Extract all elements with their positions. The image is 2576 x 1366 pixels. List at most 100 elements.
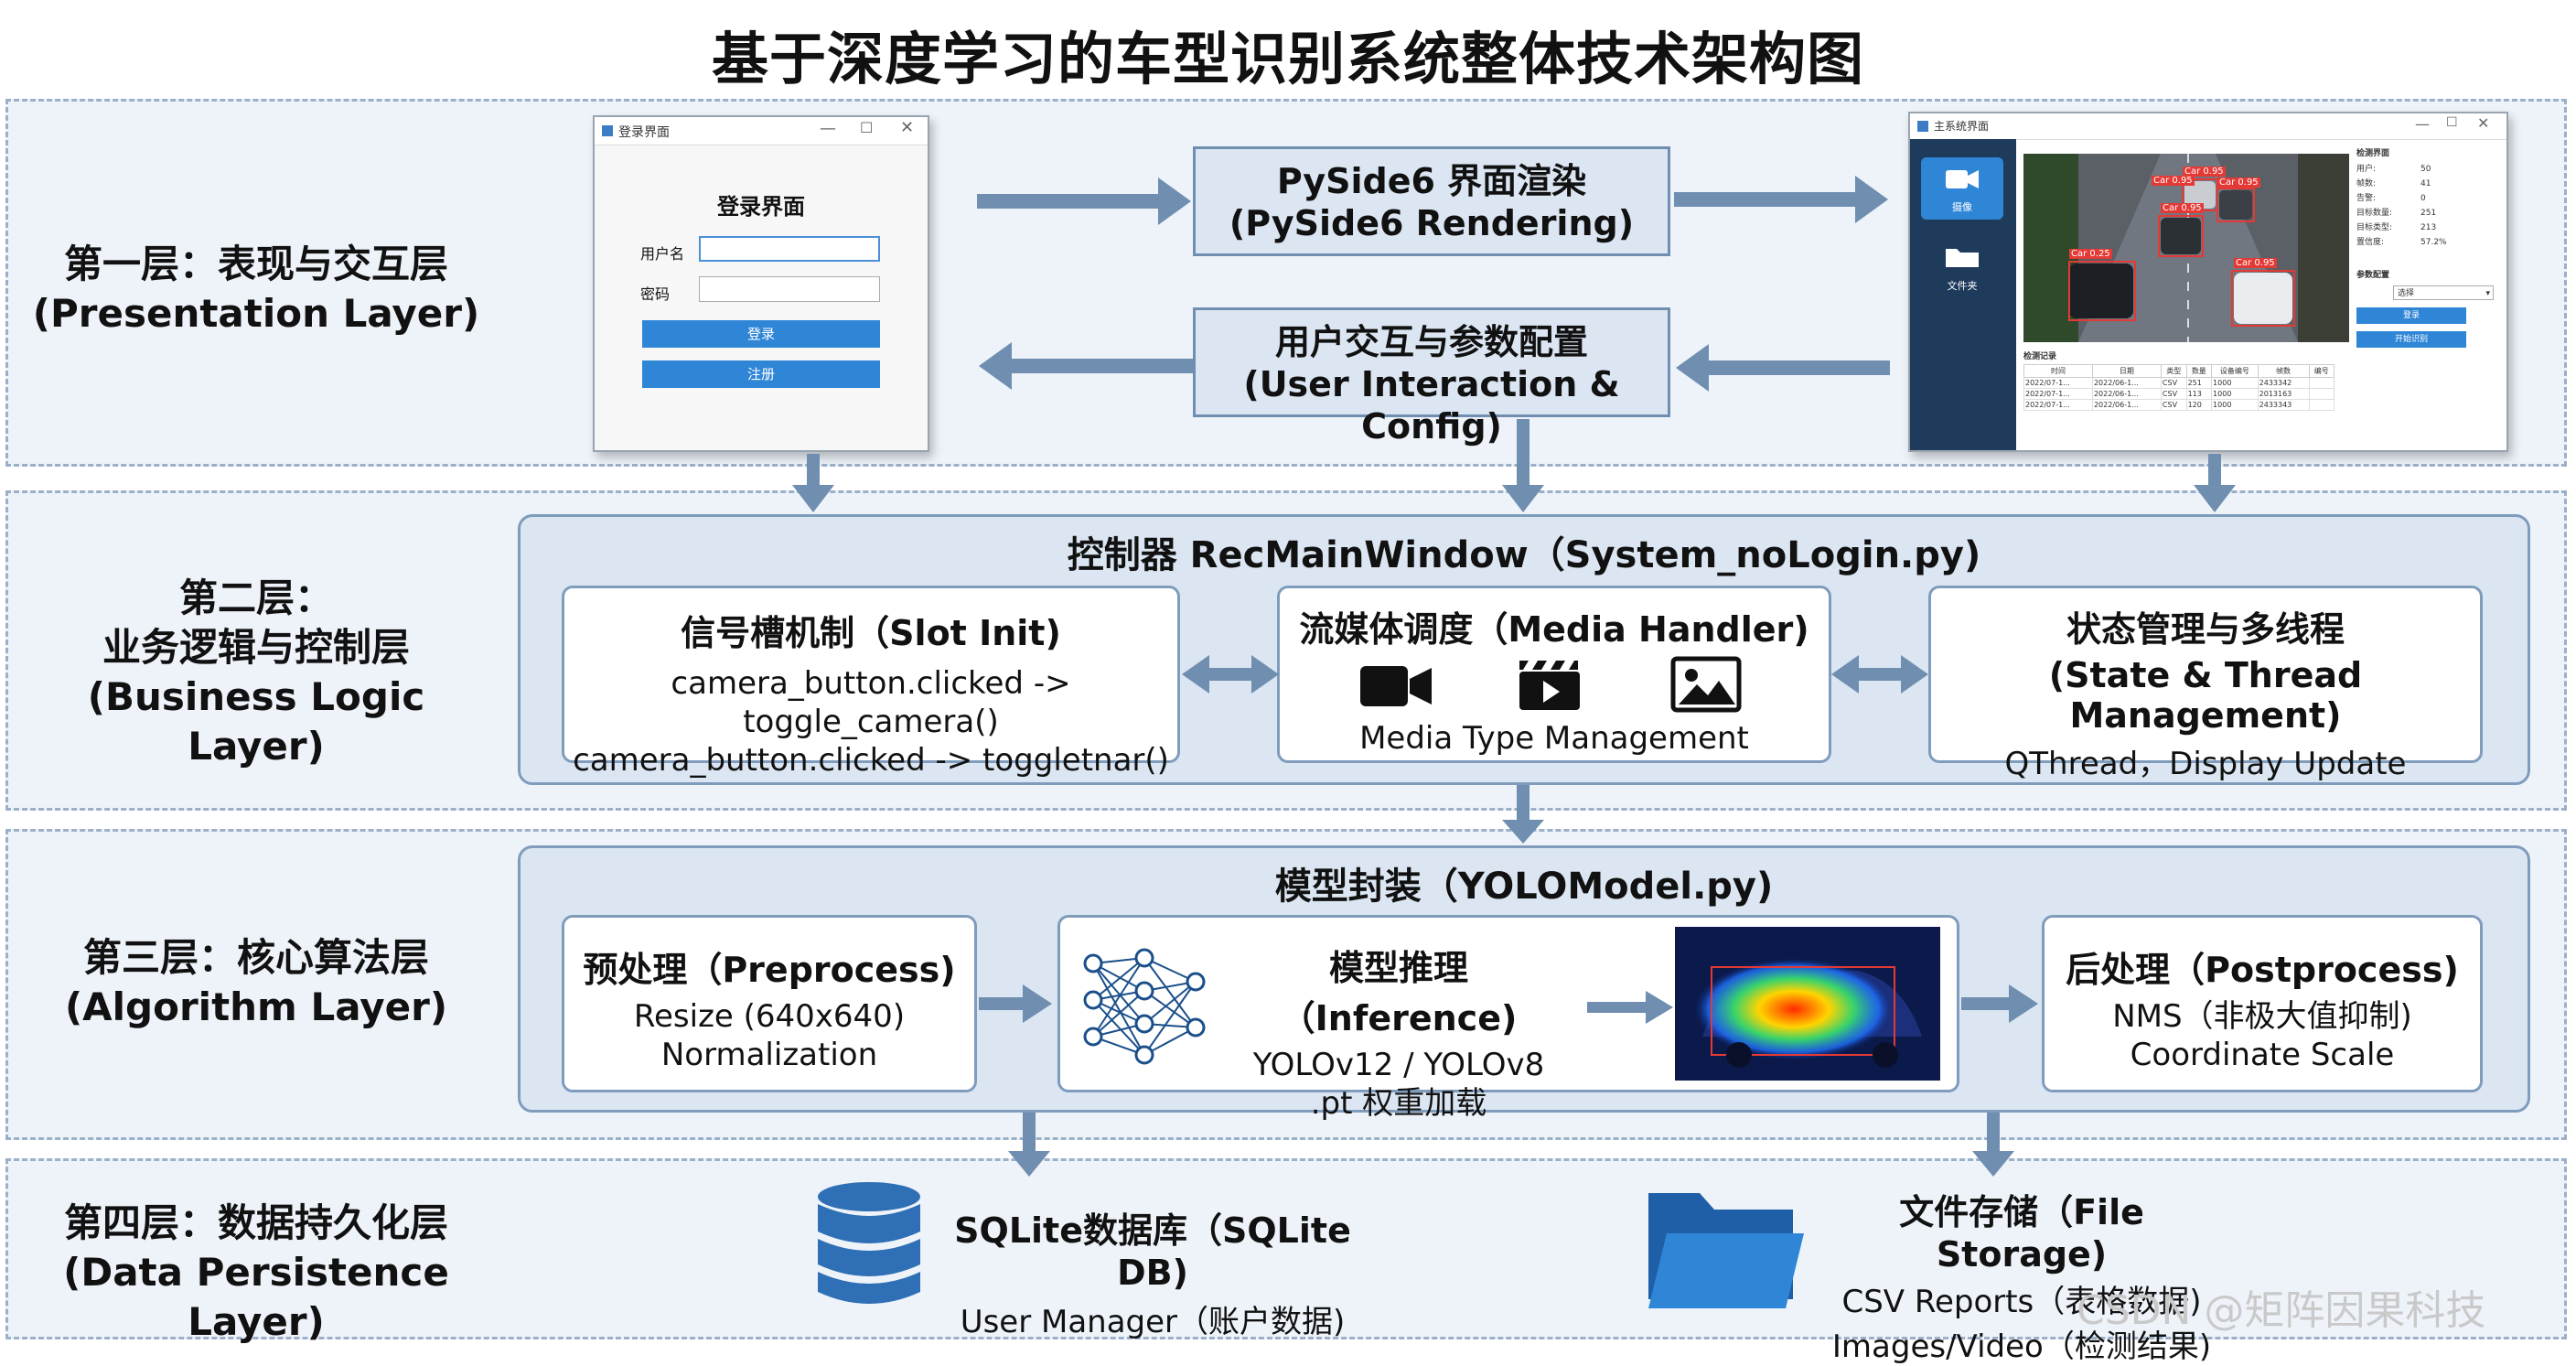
info-value: 41 bbox=[2420, 179, 2431, 188]
login-window-title: 登录界面 bbox=[618, 125, 670, 140]
db-text: SQLite数据库（SQLite DB) User Manager（账户数据) bbox=[933, 1202, 1372, 1341]
table-header: 数量 bbox=[2185, 364, 2213, 378]
controller-panel-title: 控制器 RecMainWindow（System_noLogin.py) bbox=[1067, 534, 1981, 576]
state-sub: QThread，Display Update bbox=[2004, 746, 2407, 782]
main-close-icon[interactable]: ✕ bbox=[2477, 114, 2490, 132]
app-icon bbox=[602, 125, 613, 136]
layer3-label: 第三层：核心算法层 (Algorithm Layer) bbox=[18, 933, 494, 1032]
main-sidebar: 摄像 文件夹 bbox=[1910, 139, 2016, 450]
preprocess-line2: Normalization bbox=[660, 1037, 878, 1073]
records-panel: 检测记录 时间 日期 类型 数量 设备编号 帧数 编号 2022/07-1...… bbox=[2023, 350, 2349, 446]
files-line1: CSV Reports（表格数据) bbox=[1841, 1284, 2202, 1320]
info-value: 50 bbox=[2420, 165, 2431, 174]
login-titlebar: 登录界面 — ☐ ✕ bbox=[595, 117, 928, 145]
detection-label: Car 0.95 bbox=[2234, 258, 2277, 268]
layer2-label-en: (Business Logic Layer) bbox=[87, 674, 425, 769]
main-titlebar: 主系统界面 — ☐ ✕ bbox=[1910, 113, 2506, 140]
slot-line2: camera_button.clicked -> toggletnar() bbox=[573, 742, 1169, 779]
inference-line1: YOLOv12 / YOLOv8 bbox=[1252, 1047, 1545, 1083]
info-value: 213 bbox=[2420, 223, 2437, 232]
render-box-en: (PySide6 Rendering) bbox=[1229, 203, 1635, 243]
register-button[interactable]: 注册 bbox=[642, 360, 880, 388]
inference-title: 模型推理（Inference) bbox=[1280, 948, 1518, 1038]
layer2-label-cn1: 第二层： bbox=[178, 575, 333, 620]
postprocess-line2: Coordinate Scale bbox=[2130, 1037, 2395, 1073]
username-label: 用户名 bbox=[640, 245, 685, 263]
chevron-down-icon: ▾ bbox=[2485, 289, 2490, 298]
layer1-label: 第一层：表现与交互层 (Presentation Layer) bbox=[18, 240, 494, 339]
inference-card: 模型推理（Inference) YOLOv12 / YOLOv8 .pt 权重加… bbox=[1057, 915, 1959, 1122]
folder-nav-button[interactable]: 文件夹 bbox=[1921, 238, 2003, 300]
media-sub: Media Type Management bbox=[1359, 720, 1749, 757]
detection-label: Car 0.95 bbox=[2217, 177, 2260, 188]
records-table: 时间 日期 类型 数量 设备编号 帧数 编号 2022/07-1... 2022… bbox=[2023, 364, 2334, 411]
table-header: 编号 bbox=[2308, 364, 2334, 378]
media-icons bbox=[1280, 651, 1829, 719]
username-input[interactable] bbox=[699, 236, 880, 262]
password-input[interactable] bbox=[699, 276, 880, 302]
info-rows: 用户:50 帧数:41 告警:0 目标数量:251 目标类型:213 置信度:5… bbox=[2356, 162, 2503, 250]
table-header: 日期 bbox=[2091, 364, 2162, 378]
pyside-render-box: PySide6 界面渲染 (PySide6 Rendering) bbox=[1193, 146, 1670, 256]
detection-label: Car 0.95 bbox=[2161, 203, 2204, 213]
login-window: 登录界面 — ☐ ✕ 登录界面 用户名 密码 登录 注册 bbox=[593, 115, 929, 452]
table-row[interactable]: 2022/07-1... 2022/06-1... CSV 251 1000 2… bbox=[2023, 377, 2334, 389]
table-cell: 1000 bbox=[2211, 377, 2259, 389]
heatmap-image bbox=[1675, 927, 1940, 1081]
database-icon bbox=[818, 1182, 920, 1304]
table-cell bbox=[2308, 388, 2334, 400]
interact-box-cn: 用户交互与参数配置 bbox=[1274, 322, 1588, 362]
table-cell: 2022/06-1... bbox=[2091, 399, 2162, 411]
table-cell: 1000 bbox=[2211, 388, 2259, 400]
diagram-title: 基于深度学习的车型识别系统整体技术架构图 bbox=[711, 26, 1864, 92]
db-sub: User Manager（账户数据) bbox=[960, 1304, 1346, 1340]
table-cell bbox=[2308, 377, 2334, 389]
postprocess-line1: NMS（非极大值抑制) bbox=[2112, 998, 2412, 1035]
main-maximize-icon[interactable]: ☐ bbox=[2446, 115, 2458, 130]
close-icon[interactable]: ✕ bbox=[900, 118, 915, 137]
records-title: 检测记录 bbox=[2023, 352, 2057, 361]
table-header: 类型 bbox=[2160, 364, 2187, 378]
table-row[interactable]: 2022/07-1... 2022/06-1... CSV 120 1000 2… bbox=[2023, 399, 2334, 411]
camera-icon bbox=[1946, 170, 1979, 188]
start-detect-button[interactable]: 开始识别 bbox=[2356, 331, 2466, 348]
preprocess-line1: Resize (640x640) bbox=[633, 998, 906, 1035]
main-window: 主系统界面 — ☐ ✕ 摄像 文件夹 bbox=[1908, 112, 2508, 452]
info-row: 告警:0 bbox=[2356, 191, 2503, 206]
table-header: 帧数 bbox=[2257, 364, 2310, 378]
postprocess-title: 后处理（Postprocess) bbox=[2066, 950, 2459, 990]
table-header: 设备编号 bbox=[2211, 364, 2259, 378]
postprocess-card: 后处理（Postprocess) NMS（非极大值抑制) Coordinate … bbox=[2042, 915, 2483, 1092]
table-row[interactable]: 2022/07-1... 2022/06-1... CSV 113 1000 2… bbox=[2023, 388, 2334, 400]
table-cell: 1000 bbox=[2211, 399, 2259, 411]
info-key: 置信度: bbox=[2356, 238, 2385, 247]
layer2-label-cn2: 业务逻辑与控制层 bbox=[102, 625, 410, 670]
info-row: 目标类型: 213 bbox=[2356, 220, 2503, 235]
folder-icon bbox=[1946, 249, 1979, 267]
maximize-icon[interactable]: ☐ bbox=[860, 119, 874, 136]
layer2-label: 第二层： 业务逻辑与控制层 (Business Logic Layer) bbox=[18, 574, 494, 771]
minimize-icon[interactable]: — bbox=[820, 119, 836, 138]
table-cell: 2022/07-1... bbox=[2023, 388, 2093, 400]
watermark: CSDN @矩阵因果科技 bbox=[2077, 1287, 2486, 1334]
info-row: 帧数:41 bbox=[2356, 177, 2503, 191]
config-select[interactable]: 选择 ▾ bbox=[2393, 285, 2494, 300]
inference-text: 模型推理（Inference) YOLOv12 / YOLOv8 .pt 权重加… bbox=[1216, 940, 1582, 1123]
main-minimize-icon[interactable]: — bbox=[2415, 115, 2430, 133]
info-row: 用户:50 bbox=[2356, 162, 2503, 177]
slot-line1: camera_button.clicked -> toggle_camera() bbox=[671, 665, 1071, 740]
info-key: 目标类型: bbox=[2356, 223, 2393, 232]
table-cell: CSV bbox=[2160, 399, 2187, 411]
table-cell: 2013163 bbox=[2257, 388, 2310, 400]
folder-storage-icon bbox=[1648, 1193, 1804, 1308]
table-cell: CSV bbox=[2160, 388, 2187, 400]
login-button[interactable]: 登录 bbox=[642, 320, 880, 348]
slot-title: 信号槽机制（Slot Init) bbox=[681, 613, 1061, 653]
layer3-label-en: (Algorithm Layer) bbox=[64, 984, 448, 1029]
camera-nav-button[interactable]: 摄像 bbox=[1921, 157, 2003, 220]
table-cell: 251 bbox=[2185, 377, 2213, 389]
preprocess-card: 预处理（Preprocess) Resize (640x640) Normali… bbox=[562, 915, 977, 1092]
layer4-label-en: (Data Persistence Layer) bbox=[63, 1250, 449, 1344]
main-login-button[interactable]: 登录 bbox=[2356, 307, 2466, 324]
layer4-label: 第四层：数据持久化层 (Data Persistence Layer) bbox=[18, 1199, 494, 1347]
